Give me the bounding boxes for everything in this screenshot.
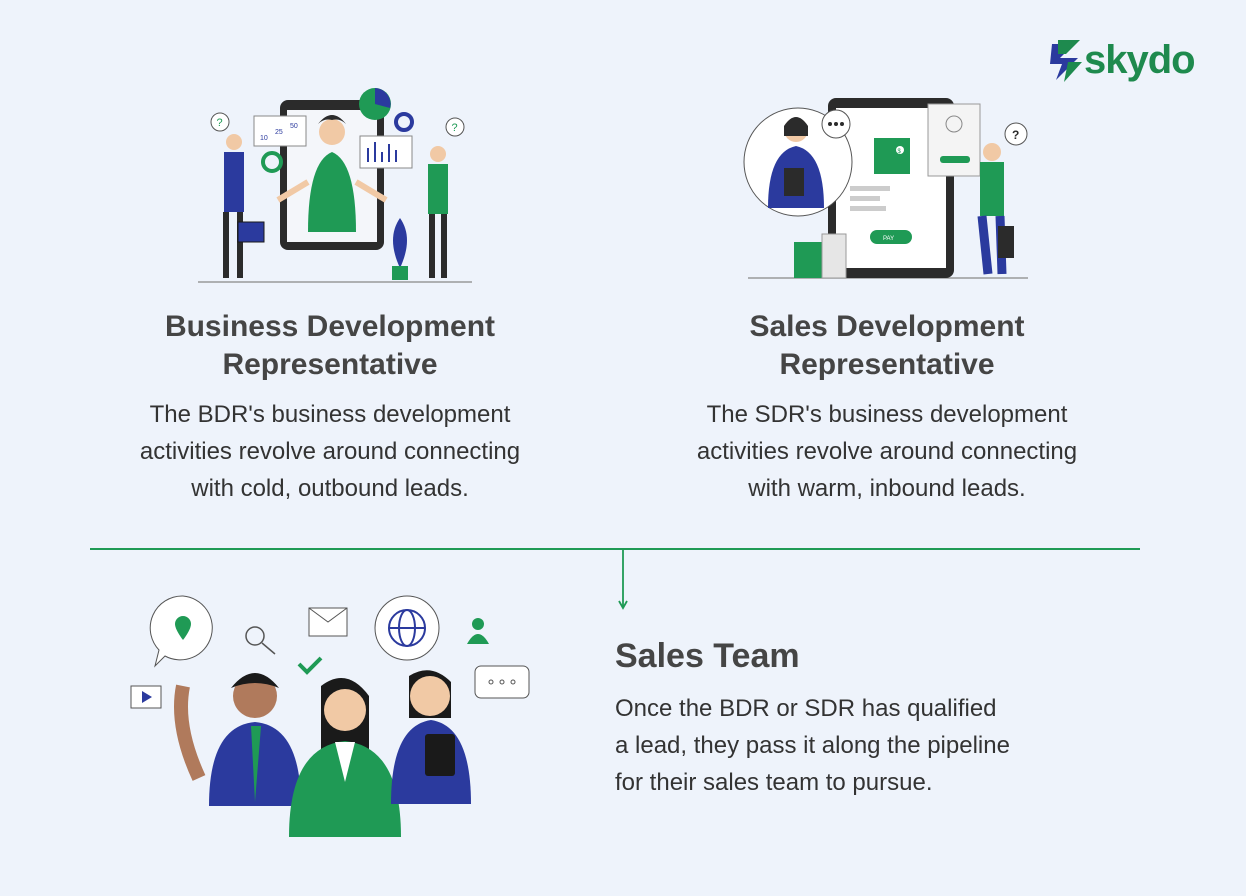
chart-label-3: 50 bbox=[290, 123, 298, 130]
chart-label-2: 25 bbox=[275, 129, 283, 136]
bdr-illustration: 10 25 50 ? ? bbox=[198, 88, 472, 283]
chart-label-1: 10 bbox=[260, 135, 268, 142]
divider-line bbox=[90, 548, 1140, 550]
svg-text:?: ? bbox=[452, 122, 458, 134]
question-bubble-icon bbox=[210, 112, 230, 132]
skydo-logo: skydo bbox=[1048, 36, 1208, 84]
sdr-illustration: $ PAY ? bbox=[743, 98, 1028, 279]
location-icon bbox=[175, 616, 191, 640]
check-icon bbox=[297, 656, 323, 675]
svg-text:$: $ bbox=[898, 149, 902, 155]
down-arrow-icon bbox=[618, 549, 628, 610]
question-bubble-icon-2 bbox=[445, 117, 465, 137]
sdr-title: Sales Development Representative bbox=[749, 310, 1025, 381]
sdr-description: The SDR's business development activitie… bbox=[696, 401, 1078, 502]
search-icon bbox=[245, 626, 265, 646]
sales-team-illustration bbox=[130, 595, 530, 837]
bdr-description: The BDR's business development activitie… bbox=[139, 401, 521, 502]
brand-name: skydo bbox=[1084, 38, 1196, 82]
svg-text:?: ? bbox=[1012, 128, 1019, 142]
user-icon bbox=[472, 618, 484, 630]
cart-icon bbox=[874, 138, 910, 174]
bdr-title: Business Development Representative bbox=[164, 310, 496, 381]
skydo-logo-icon bbox=[1050, 40, 1082, 82]
chat-icon bbox=[474, 665, 530, 699]
question-bubble-icon-3 bbox=[1004, 122, 1028, 146]
pay-button-graphic bbox=[870, 230, 912, 244]
svg-text:?: ? bbox=[217, 117, 223, 129]
svg-text:PAY: PAY bbox=[883, 236, 894, 242]
sales-team-title: Sales Team bbox=[615, 637, 800, 675]
sales-team-description: Once the BDR or SDR has qualified a lead… bbox=[615, 695, 1010, 796]
